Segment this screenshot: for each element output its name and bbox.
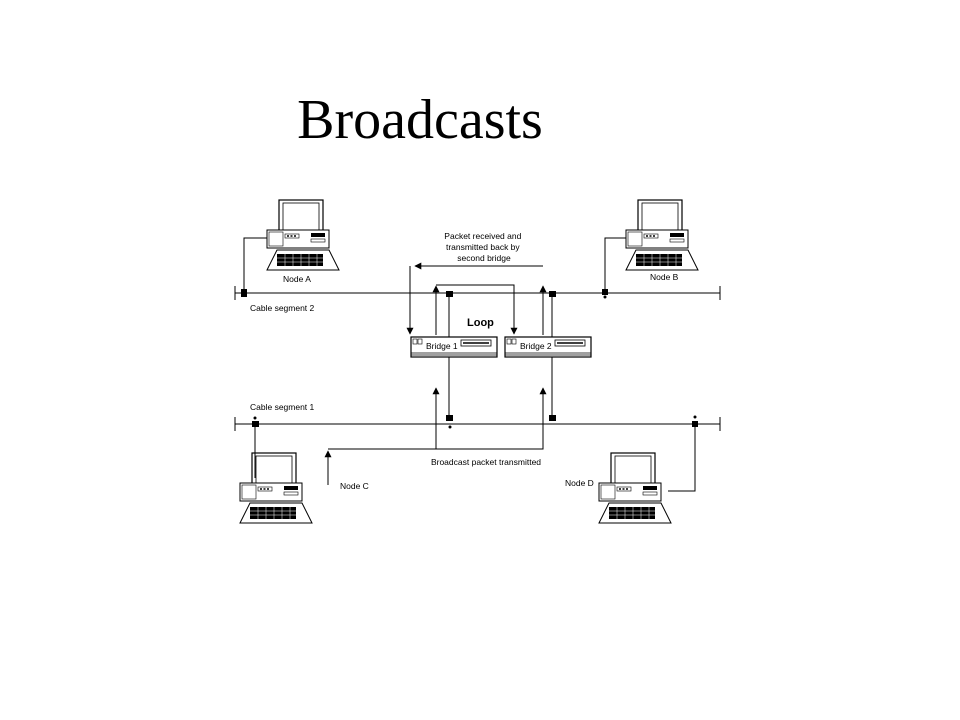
node-c-computer-icon [239,424,313,524]
cable-segment-1-label: Cable segment 1 [250,402,315,412]
node-c-label: Node C [340,481,369,491]
cable-segment-2 [234,286,721,300]
node-d-computer-icon [598,424,696,524]
node-b-label: Node B [650,272,679,282]
broadcast-note: Broadcast packet transmitted [431,457,541,467]
cable-segment-1 [234,415,721,431]
loop-label: Loop [467,317,494,329]
packet-flow-arrows [324,262,547,485]
slide-title: Broadcasts [297,89,543,151]
bridge-1-label: Bridge 1 [426,341,458,351]
packet-received-note: Packet received and transmitted back by … [444,231,523,263]
cable-segment-2-label: Cable segment 2 [250,303,315,313]
bridge-2-label: Bridge 2 [520,341,552,351]
packet-note-line-2: transmitted back by [446,242,520,252]
packet-note-line-1: Packet received and [444,231,521,241]
node-a-label: Node A [283,274,311,284]
node-d-label: Node D [565,478,594,488]
node-a-computer-icon [243,199,340,293]
node-b-computer-icon [604,199,699,293]
packet-note-line-3: second bridge [457,253,511,263]
